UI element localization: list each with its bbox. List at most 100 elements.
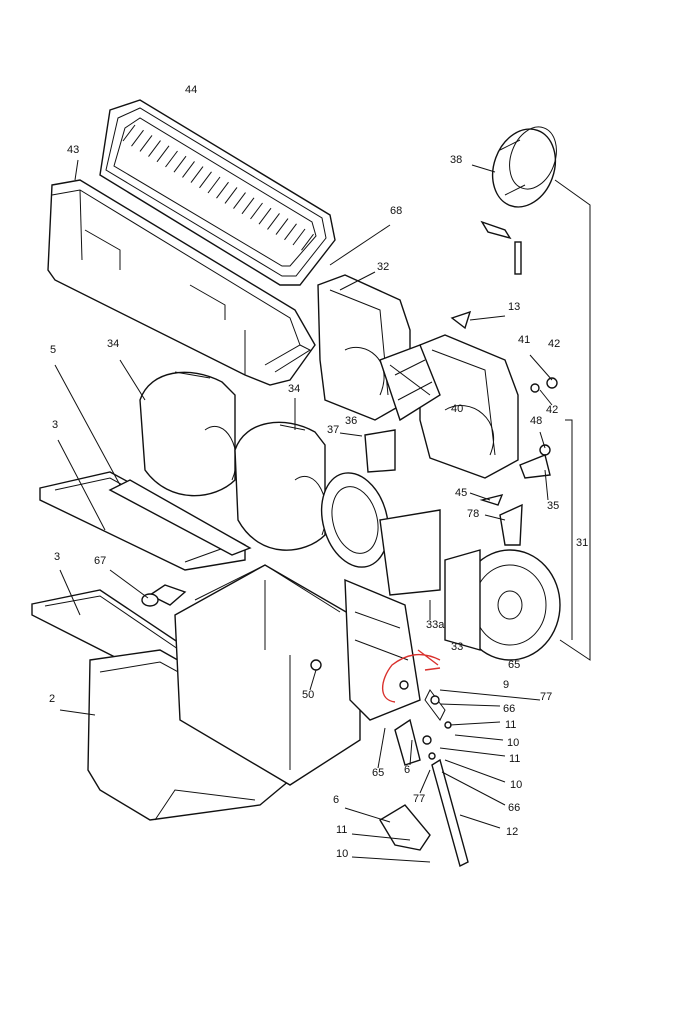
grille-slat [301, 233, 314, 251]
part-43-upper-housing [47, 179, 316, 386]
label-48: 48 [530, 415, 542, 427]
label-2: 2 [49, 693, 55, 705]
leader-2 [59, 709, 96, 716]
grille-slat [182, 161, 195, 178]
grille-slat [250, 202, 263, 220]
leader-10b [444, 759, 506, 783]
leader-6b [344, 807, 391, 823]
grille-slat [216, 181, 229, 199]
grille-slat [122, 124, 136, 142]
label-66b: 66 [508, 802, 520, 814]
label-34b: 34 [288, 383, 300, 395]
leader-43 [74, 159, 79, 181]
fan-wheel-small [379, 344, 441, 422]
label-77b: 77 [413, 793, 425, 805]
part-38-ring [491, 126, 557, 208]
grille-slat [275, 218, 289, 235]
leader-35 [544, 469, 549, 501]
leader-37 [339, 432, 363, 437]
leader-3b [59, 569, 81, 616]
blower-wheel-33 [444, 549, 561, 661]
leader-11b [439, 747, 506, 757]
label-35: 35 [547, 500, 559, 512]
leader-32 [339, 271, 376, 291]
label-42b: 42 [546, 404, 558, 416]
grille-slat [156, 145, 170, 163]
leader-38 [471, 164, 496, 173]
label-65b: 65 [372, 767, 384, 779]
leader-13 [469, 315, 506, 321]
grille-slat [233, 192, 246, 209]
label-67: 67 [94, 555, 106, 567]
leader-lines [54, 159, 553, 863]
part-31-bracket [554, 179, 591, 661]
label-66a: 66 [503, 703, 515, 715]
label-32: 32 [377, 261, 389, 273]
leader-12 [459, 814, 501, 829]
label-45: 45 [455, 487, 467, 499]
grille-slat [173, 155, 187, 173]
label-10c: 10 [336, 848, 348, 860]
grille-slat [292, 228, 306, 246]
label-3a: 3 [52, 419, 58, 431]
label-42a: 42 [548, 338, 560, 350]
label-44: 44 [185, 84, 197, 96]
label-33: 33 [451, 641, 463, 653]
part-3-filter-tray-upper [39, 471, 252, 571]
label-11c: 11 [336, 824, 347, 836]
part-67-filter [141, 584, 187, 607]
part-34-blower-housing-left [139, 371, 237, 497]
leader-10a [454, 734, 504, 741]
leader-11a [449, 721, 501, 726]
grille-slat [224, 187, 238, 204]
label-3b: 3 [54, 551, 60, 563]
blower-wheel-33a [320, 472, 441, 596]
clip-parts [480, 220, 522, 275]
label-43: 43 [67, 144, 79, 156]
label-12: 12 [506, 826, 518, 838]
part-31-bracket-inner [565, 419, 573, 640]
label-65a: 65 [508, 659, 520, 671]
label-50: 50 [302, 689, 314, 701]
label-31: 31 [576, 537, 588, 549]
label-6a: 6 [404, 764, 410, 776]
label-5: 5 [50, 344, 56, 356]
leader-66b [441, 771, 506, 806]
label-10a: 10 [507, 737, 519, 749]
label-6b: 6 [333, 794, 339, 806]
leader-77b [419, 769, 431, 794]
grille-slat [267, 213, 280, 230]
leader-11c [351, 833, 411, 841]
grille-slat [258, 207, 272, 225]
grille-slat [207, 176, 221, 194]
leader-5 [54, 364, 121, 486]
label-77a: 77 [540, 691, 552, 703]
label-40: 40 [451, 403, 463, 415]
leader-50 [309, 669, 317, 691]
part-44-grille [99, 99, 336, 286]
label-38: 38 [450, 154, 462, 166]
leader-68 [329, 224, 391, 266]
label-33a: 33a [426, 619, 445, 631]
label-68: 68 [390, 205, 402, 217]
grille-slat [199, 171, 212, 189]
small-hardware [310, 310, 558, 671]
leader-67 [109, 569, 149, 599]
label-41: 41 [518, 334, 530, 346]
label-37: 37 [327, 424, 339, 436]
grille-slat [165, 150, 178, 168]
label-13: 13 [508, 301, 520, 313]
leader-41 [529, 354, 553, 381]
grille-slat [139, 135, 153, 152]
leader-10c [351, 856, 431, 863]
grille-slat [190, 166, 204, 183]
label-9: 9 [503, 679, 509, 691]
label-11b: 11 [509, 753, 520, 765]
leader-48 [539, 431, 546, 449]
leader-77a [439, 689, 541, 701]
grille-slat [284, 223, 297, 241]
label-36: 36 [345, 415, 357, 427]
label-11a: 11 [505, 719, 516, 731]
